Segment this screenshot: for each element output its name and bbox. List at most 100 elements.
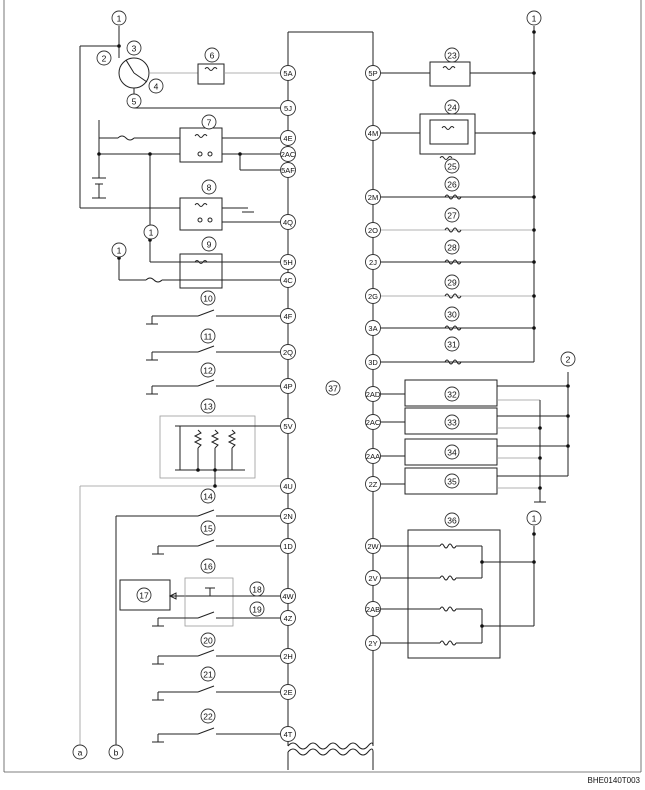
callout-9: 9 [201,236,217,252]
callout-2-2: 2 [560,351,576,367]
junction-dots [97,30,570,628]
terminal-5a: 5A [280,65,296,81]
svg-text:5P: 5P [368,69,377,78]
callout-31: 31 [444,336,460,352]
svg-text:24: 24 [447,103,457,113]
svg-text:20: 20 [203,636,213,646]
svg-text:4: 4 [154,82,159,92]
terminal-2n: 2N [280,508,296,524]
callout-6: 6 [204,47,220,63]
terminal-2w: 2W [365,538,381,554]
terminal-4f: 4F [280,308,296,324]
svg-text:27: 27 [447,211,457,221]
callout-27: 27 [444,207,460,223]
svg-text:23: 23 [447,51,457,61]
svg-text:29: 29 [447,278,457,288]
callout-35: 35 [444,473,460,489]
svg-text:1: 1 [117,246,122,256]
terminal-3a: 3A [365,320,381,336]
svg-text:5AF: 5AF [281,166,295,175]
svg-text:2W: 2W [367,542,379,551]
svg-text:22: 22 [203,712,213,722]
svg-text:4W: 4W [282,592,294,601]
svg-text:2: 2 [102,54,107,64]
terminal-2ac: 2AC [280,146,296,162]
callout-1-2: 1 [526,10,542,26]
terminal-2j: 2J [365,254,381,270]
svg-text:2Z: 2Z [369,480,378,489]
terminal-5v: 5V [280,418,296,434]
callout-7: 7 [201,114,217,130]
terminal-2ad: 2AD [365,386,381,402]
terminal-2y: 2Y [365,635,381,651]
callout-36: 36 [444,512,460,528]
svg-text:12: 12 [203,366,213,376]
svg-text:7: 7 [207,118,212,128]
svg-text:4E: 4E [283,134,292,143]
callout-20: 20 [200,632,216,648]
terminal-2aa: 2AA [365,448,381,464]
terminal-4q: 4Q [280,214,296,230]
terminal-2ab: 2AB [365,601,381,617]
figure-code: BHE0140T003 [588,776,641,785]
svg-text:5J: 5J [284,104,292,113]
svg-text:2E: 2E [283,688,292,697]
terminal-2v: 2V [365,570,381,586]
terminal-5h: 5H [280,254,296,270]
svg-text:1: 1 [149,228,154,238]
callout-14: 14 [200,488,216,504]
callout-8: 8 [201,179,217,195]
callout-22: 22 [200,708,216,724]
svg-text:10: 10 [203,294,213,304]
svg-text:4P: 4P [283,382,292,391]
terminal-4p: 4P [280,378,296,394]
terminal-4z: 4Z [280,610,296,626]
terminal-5j: 5J [280,100,296,116]
svg-text:21: 21 [203,670,213,680]
terminal-4c: 4C [280,272,296,288]
callout-18: 18 [249,581,265,597]
svg-text:34: 34 [447,448,457,458]
svg-text:5A: 5A [283,69,292,78]
terminal-4w: 4W [280,588,296,604]
callout-37: 37 [325,380,341,396]
svg-text:4M: 4M [368,129,378,138]
left-wiring [79,26,282,746]
svg-text:1: 1 [532,14,537,24]
svg-text:2AB: 2AB [366,605,380,614]
left-terminals: 5A5J4E2AC5AF4Q5H4C4F2Q4P5V4U2N1D4W4Z2H2E… [280,65,296,742]
terminal-2ac: 2AC [365,414,381,430]
svg-text:19: 19 [252,605,262,615]
svg-text:18: 18 [252,585,262,595]
svg-text:2H: 2H [283,652,293,661]
callout-24: 24 [444,99,460,115]
svg-text:5H: 5H [283,258,293,267]
callout-1-5: 1 [526,510,542,526]
svg-text:15: 15 [203,524,213,534]
callout-11: 11 [200,328,216,344]
callout-1-1: 1 [111,10,127,26]
svg-text:2AA: 2AA [366,452,380,461]
svg-text:32: 32 [447,390,457,400]
svg-text:5: 5 [132,97,137,107]
svg-text:2AD: 2AD [366,390,381,399]
callout-16: 16 [200,558,216,574]
terminal-4t: 4T [280,726,296,742]
callout-23: 23 [444,47,460,63]
terminal-2o: 2O [365,222,381,238]
diagram-frame [3,0,642,773]
svg-text:11: 11 [204,332,213,342]
svg-text:1D: 1D [283,542,293,551]
callout-34: 34 [444,444,460,460]
svg-text:37: 37 [328,384,338,394]
callout-3: 3 [126,40,142,56]
svg-text:13: 13 [203,402,213,412]
svg-text:2O: 2O [368,226,378,235]
terminal-2g: 2G [365,288,381,304]
callout-b: b [108,744,124,760]
svg-text:2: 2 [566,355,571,365]
svg-text:2G: 2G [368,292,378,301]
svg-text:4F: 4F [284,312,293,321]
svg-text:30: 30 [447,310,457,320]
